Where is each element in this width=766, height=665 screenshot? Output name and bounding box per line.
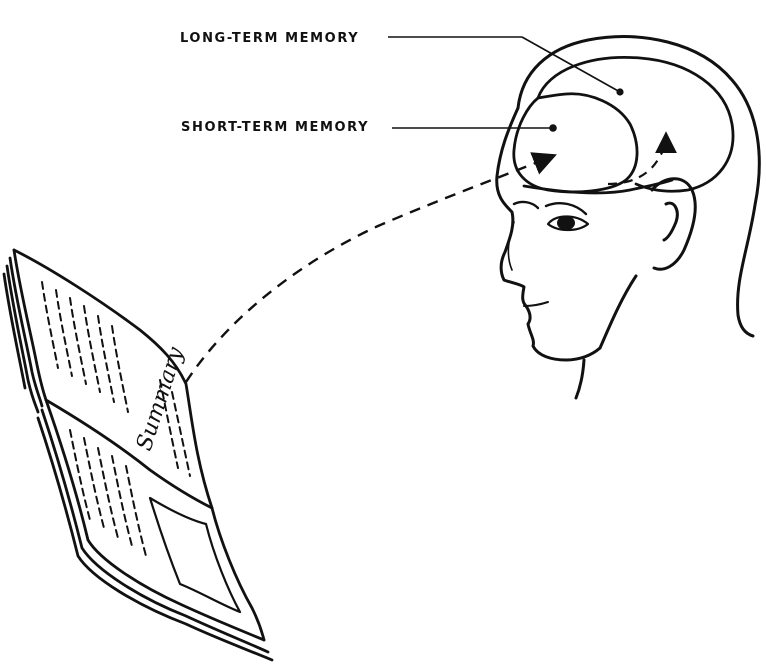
eye-pupil-icon (557, 216, 575, 230)
book-text-lines (42, 282, 190, 556)
book-illustration (4, 250, 272, 660)
book-page-heading: Summary (132, 344, 189, 454)
short-term-memory-leader (392, 124, 557, 132)
long-term-memory-leader (388, 37, 624, 96)
head-illustration (497, 37, 760, 398)
reading-path-arrow (186, 158, 548, 382)
brain-illustration (514, 57, 733, 193)
